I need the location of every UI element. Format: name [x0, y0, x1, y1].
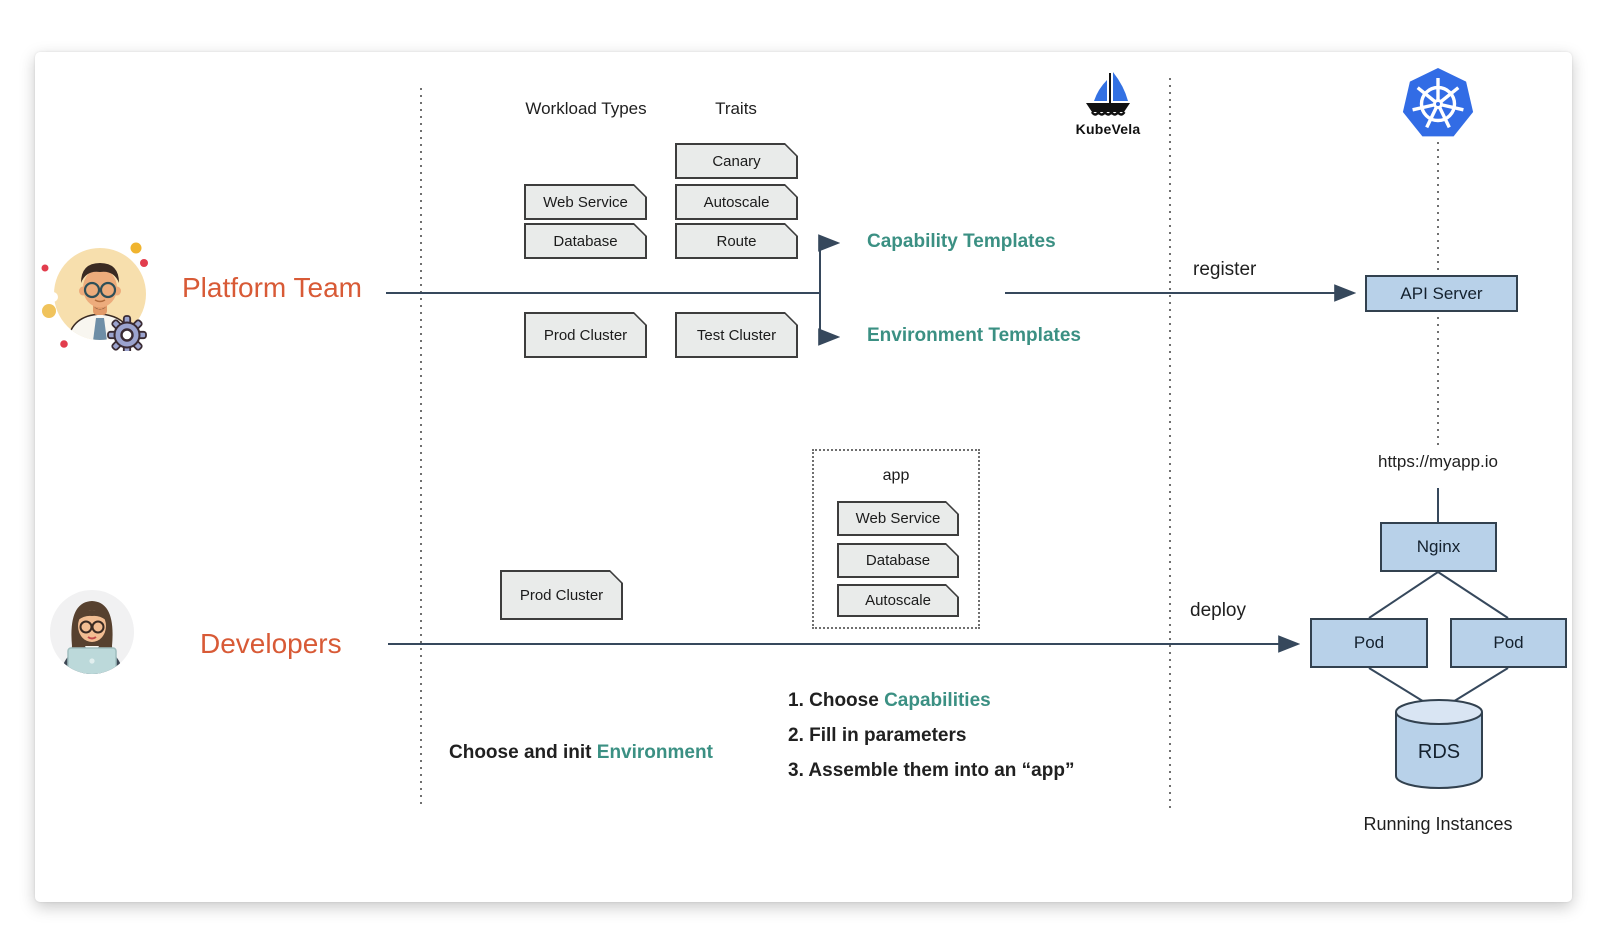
workload-box-web-service: Web Service — [524, 184, 647, 220]
cluster-box-test: Test Cluster — [675, 312, 798, 358]
kubernetes-logo-icon — [1402, 68, 1474, 137]
nginx-box: Nginx — [1380, 522, 1497, 572]
myapp-url: https://myapp.io — [1377, 452, 1499, 471]
platform-team-label: Platform Team — [182, 272, 362, 303]
app-group-title: app — [882, 467, 910, 484]
rds-cylinder: RDS — [1395, 699, 1483, 789]
pod-box-left: Pod — [1310, 618, 1428, 668]
app-group: app Web Service Database Autoscale — [812, 449, 980, 629]
app-box-autoscale: Autoscale — [837, 584, 959, 617]
app-box-database: Database — [837, 543, 959, 578]
developers-label: Developers — [200, 628, 342, 659]
running-instances-caption: Running Instances — [1363, 814, 1513, 834]
kubevela-label: KubeVela — [1075, 121, 1141, 137]
step-3: 3. Assemble them into an “app” — [788, 760, 1075, 781]
workload-types-header: Workload Types — [525, 99, 647, 118]
traits-header: Traits — [715, 99, 757, 118]
cluster-box-prod: Prod Cluster — [524, 312, 647, 358]
platform-team-avatar — [41, 242, 148, 351]
trait-box-canary: Canary — [675, 143, 798, 179]
nginx-pod1-line — [1368, 571, 1439, 619]
api-server-box: API Server — [1365, 275, 1518, 312]
trait-box-autoscale: Autoscale — [675, 184, 798, 220]
gear-icon — [107, 315, 147, 351]
step-1: 1. Choose Capabilities — [788, 690, 991, 711]
diagram-card — [35, 52, 1572, 902]
app-box-web-service: Web Service — [837, 501, 959, 536]
step-2: 2. Fill in parameters — [788, 725, 967, 746]
register-label: register — [1193, 259, 1257, 280]
deploy-label: deploy — [1190, 600, 1246, 621]
capability-templates-label: Capability Templates — [867, 231, 1056, 252]
trait-box-route: Route — [675, 223, 798, 259]
nginx-pod2-line — [1437, 571, 1509, 619]
rds-label: RDS — [1418, 741, 1460, 763]
dev-cluster-box-prod: Prod Cluster — [500, 570, 623, 620]
env-note: Choose and init Environment — [449, 742, 713, 763]
pod-box-right: Pod — [1450, 618, 1567, 668]
workload-box-database: Database — [524, 223, 647, 259]
kubevela-logo-icon — [1086, 72, 1130, 116]
developer-avatar — [50, 590, 134, 674]
environment-templates-label: Environment Templates — [867, 325, 1081, 346]
